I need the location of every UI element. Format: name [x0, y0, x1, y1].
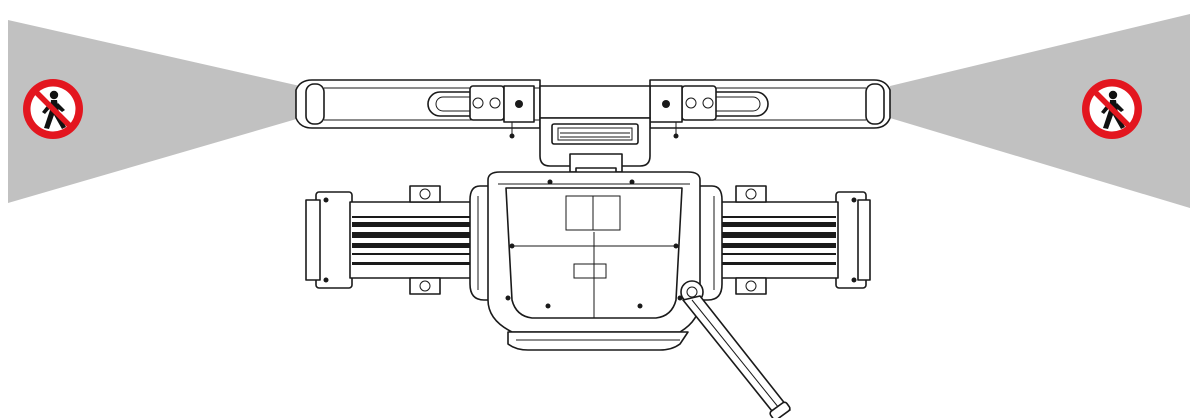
- right-no-pedestrians-icon: [1082, 79, 1142, 139]
- right-sensor-zone: [890, 14, 1190, 208]
- tow-bar: [680, 280, 791, 418]
- upper-sensor-crossbar: [295, 79, 891, 179]
- left-no-pedestrians-icon: [23, 79, 83, 139]
- robot-main-body: [469, 171, 723, 351]
- left-sensor-zone: [8, 20, 300, 203]
